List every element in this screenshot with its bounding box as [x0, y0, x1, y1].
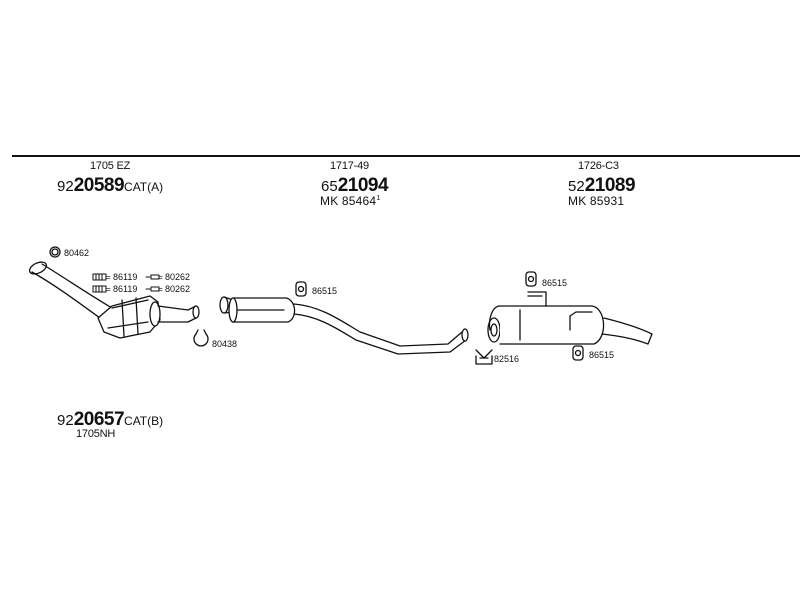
middle-silencer [219, 296, 469, 355]
bolt-symbols [92, 273, 160, 293]
callout-separator: = [158, 273, 163, 282]
part-prefix: 52 [568, 178, 585, 195]
section-3-code: 1726-C3 [578, 160, 619, 172]
section-2-part-number: 6521094 [321, 175, 389, 197]
part-main: 20589 [73, 175, 125, 196]
top-divider-line [12, 155, 800, 157]
part-main: 20657 [73, 409, 125, 430]
rubber-hanger-rear-top [525, 271, 547, 307]
callout-hanger-rear-bottom: 86515 [589, 350, 614, 360]
section-2-code: 1717-49 [330, 160, 369, 172]
callout-bolt-lower: 86119 [113, 284, 137, 294]
callout-gasket-top: 80462 [64, 248, 89, 258]
callout-nut-lower: 80262 [165, 284, 190, 294]
callout-separator: = [158, 285, 163, 294]
part-suffix: CAT(A) [124, 180, 164, 194]
bottom-part-number: 9220657CAT(B) [57, 409, 163, 431]
bottom-part-code: 1705NH [76, 428, 116, 440]
gasket-ring [49, 246, 61, 258]
section-3-part-number: 5221089 [568, 175, 636, 197]
front-pipe-catalytic-converter [28, 261, 200, 339]
rubber-hanger-mid [295, 281, 307, 297]
clamp-ring [193, 329, 209, 347]
section-1-part-number: 9220589CAT(A) [57, 175, 163, 197]
callout-bracket-rear: 82516 [494, 354, 519, 364]
part-main: 21094 [337, 175, 389, 196]
callout-clamp: 80438 [212, 339, 237, 349]
rubber-hanger-rear-bottom [572, 345, 584, 361]
part-prefix: 92 [57, 412, 74, 429]
callout-nut-upper: 80262 [165, 272, 190, 282]
callout-bolt-upper: 86119 [113, 272, 137, 282]
callout-hanger-mid: 86515 [312, 286, 337, 296]
part-main: 21089 [584, 175, 636, 196]
callout-separator: = [106, 285, 111, 294]
part-suffix: CAT(B) [124, 414, 164, 428]
mk-superscript: 1 [376, 195, 381, 202]
rear-bracket [475, 349, 493, 365]
section-2-mk-number: MK 854641 [320, 194, 380, 208]
rear-silencer [487, 305, 653, 345]
section-1-code: 1705 EZ [90, 160, 131, 172]
mk-label: MK 85464 [320, 194, 377, 208]
section-3-mk-number: MK 85931 [568, 194, 625, 208]
callout-separator: = [106, 273, 111, 282]
callout-hanger-rear-top: 86515 [542, 278, 567, 288]
part-prefix: 92 [57, 178, 74, 195]
part-prefix: 65 [321, 178, 338, 195]
